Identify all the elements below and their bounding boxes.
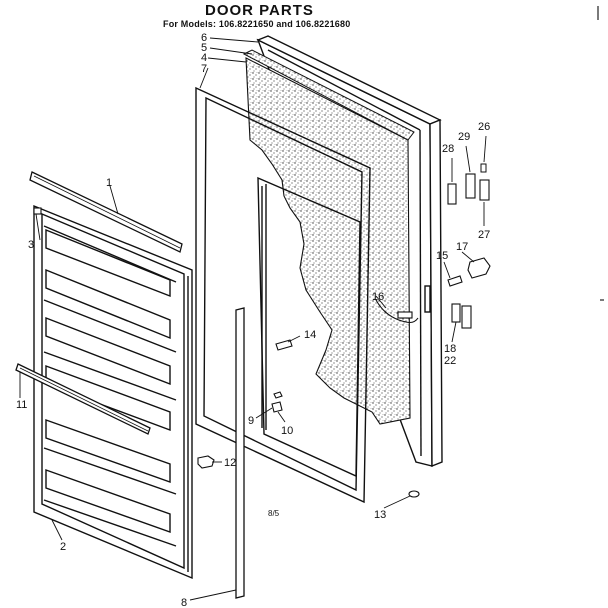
callout-12: 12 bbox=[224, 457, 236, 469]
part-9-10-screw bbox=[271, 391, 283, 413]
callout-16: 16 bbox=[372, 291, 384, 303]
callout-8: 8 bbox=[181, 597, 187, 608]
part-12-cam bbox=[197, 455, 215, 469]
door-gasket-frame bbox=[195, 86, 371, 504]
part-17-latch bbox=[467, 257, 491, 279]
liner-top-trim bbox=[29, 171, 183, 253]
callout-5: 5 bbox=[201, 42, 207, 54]
part-16-latch bbox=[397, 311, 413, 319]
part-15-pin bbox=[447, 275, 463, 287]
callout-9: 9 bbox=[248, 415, 254, 427]
page-title: DOOR PARTS bbox=[205, 2, 314, 19]
callout-14: 14 bbox=[304, 329, 316, 341]
callout-29: 27 bbox=[478, 229, 490, 241]
callout-17: 17 bbox=[456, 241, 468, 253]
callout-10: 10 bbox=[281, 425, 293, 437]
breaker-strip bbox=[235, 307, 245, 599]
callout-27: 28 bbox=[442, 143, 454, 155]
part-22-plate bbox=[461, 305, 472, 329]
callout-2: 2 bbox=[60, 541, 66, 553]
callout-18: 18 bbox=[444, 343, 456, 355]
callout-7: 7 bbox=[201, 63, 207, 75]
liner-top-trim-edge bbox=[33, 175, 181, 249]
part-26-screw bbox=[480, 163, 487, 173]
callout-22: 22 bbox=[444, 355, 456, 367]
part-18-strike bbox=[451, 303, 461, 323]
part-13-foot bbox=[408, 490, 420, 498]
callout-13: 13 bbox=[374, 509, 386, 521]
part-29-cap bbox=[479, 179, 490, 201]
callout-3: 3 bbox=[28, 239, 34, 251]
figure-code: 8/5 bbox=[268, 509, 280, 518]
shelf-rail-edge bbox=[19, 367, 149, 432]
part-27-cover bbox=[447, 183, 457, 205]
callout-11: 11 bbox=[16, 399, 27, 411]
callout-26: 26 bbox=[478, 121, 490, 133]
part-14-bracket bbox=[275, 339, 293, 351]
leader-lines bbox=[19, 37, 487, 601]
insulation-top-strip bbox=[242, 49, 415, 141]
door-insulation bbox=[245, 57, 411, 425]
page-subtitle: For Models: 106.8221650 and 106.8221680 bbox=[163, 19, 351, 29]
callout-4: 4 bbox=[201, 52, 207, 64]
callout-6: 6 bbox=[201, 32, 207, 44]
part-28-handle-end bbox=[465, 173, 476, 199]
part-16-spring bbox=[375, 299, 419, 324]
inner-door-liner bbox=[33, 204, 193, 580]
callout-1: 1 bbox=[106, 177, 112, 189]
callout-28: 29 bbox=[458, 131, 470, 143]
part-3-screw bbox=[33, 207, 42, 215]
callout-15: 15 bbox=[436, 250, 448, 262]
